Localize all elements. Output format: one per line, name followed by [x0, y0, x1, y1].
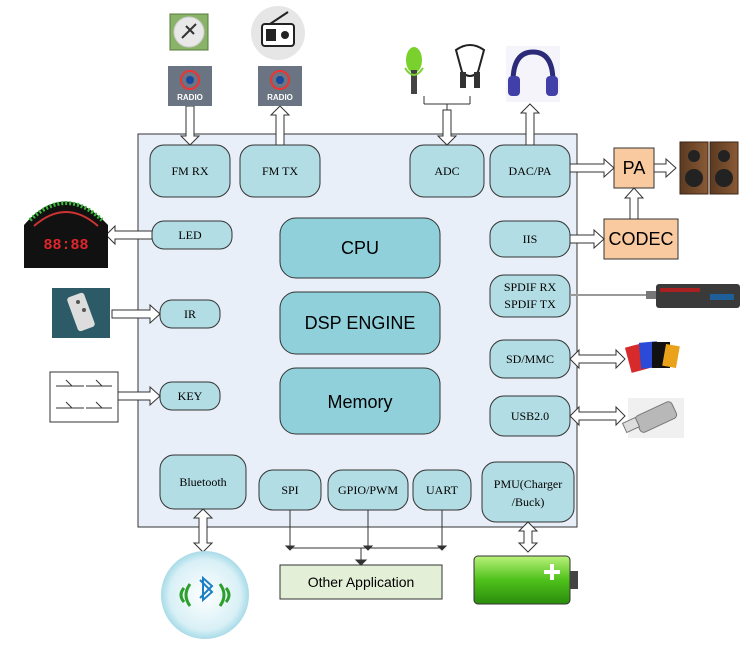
adc-block: ADC: [409, 144, 485, 198]
pmu-label-line2: /Buck): [512, 495, 545, 509]
spi-block: SPI: [258, 469, 322, 511]
keypad-icon: [49, 371, 119, 423]
other-application-box: Other Application: [279, 564, 443, 600]
bluetooth-block: Bluetooth: [159, 454, 247, 510]
led-arrow: [105, 224, 153, 246]
pa-box: PA: [613, 147, 655, 189]
radio-label-left: RADIO: [177, 93, 203, 102]
sd-mmc-block: SD/MMC: [489, 339, 571, 379]
codec-box: CODEC: [603, 218, 679, 260]
fm-tx-arrow: [269, 105, 291, 146]
radio-icon-right: RADIO: [258, 66, 302, 106]
radio-icon-left: RADIO: [168, 66, 212, 106]
fm-rx-label: FM RX: [171, 164, 208, 178]
uart-label: UART: [426, 483, 459, 497]
speakers-icon: [679, 141, 739, 195]
gpio-pwm-label: GPIO/PWM: [338, 483, 398, 497]
dac-arrow: [519, 103, 541, 146]
pmu-arrow: [517, 521, 539, 553]
adc-label: ADC: [434, 164, 459, 178]
memory-label: Memory: [327, 392, 392, 412]
spi-label: SPI: [281, 483, 298, 497]
dsp-engine-block: DSP ENGINE: [279, 291, 441, 355]
adc-arrow: [436, 109, 458, 146]
aux-cable-icon: [454, 44, 486, 88]
sd-mmc-arrow: [569, 348, 626, 370]
bluetooth-icon: [161, 551, 249, 639]
pmu-label-line1: PMU(Charger: [494, 477, 562, 491]
sd-mmc-label: SD/MMC: [506, 352, 554, 366]
pmu-block: PMU(Charger /Buck): [481, 461, 575, 523]
dvd-player-icon: [656, 284, 740, 308]
fm-tx-block: FM TX: [239, 144, 321, 198]
uart-block: UART: [412, 469, 472, 511]
led-display-digits: 88:88: [43, 237, 88, 254]
spdif-rx-label: SPDIF RX: [504, 280, 557, 294]
usb-arrow: [569, 405, 626, 427]
key-arrow: [117, 385, 161, 407]
sd-cards-icon: [624, 341, 680, 373]
battery-icon: [473, 555, 578, 605]
key-label: KEY: [178, 389, 203, 403]
usb-drive-icon: [621, 398, 684, 438]
adc-input-lines: [423, 96, 471, 110]
memory-block: Memory: [279, 367, 441, 435]
cpu-label: CPU: [341, 238, 379, 258]
dac-pa-block: DAC/PA: [489, 144, 571, 198]
iis-to-codec-arrow: [569, 228, 605, 250]
bus-lines: [284, 510, 448, 566]
satellite-icon: [169, 13, 209, 51]
led-block: LED: [151, 220, 233, 250]
other-application-label: Other Application: [308, 574, 415, 590]
usb-label: USB2.0: [511, 409, 549, 423]
pa-to-speaker-arrow: [653, 157, 677, 179]
ir-block: IR: [159, 299, 221, 329]
pa-label: PA: [623, 158, 646, 178]
remote-control-icon: [52, 288, 110, 338]
ir-label: IR: [184, 307, 196, 321]
gpio-pwm-block: GPIO/PWM: [327, 469, 409, 511]
ir-arrow: [111, 303, 161, 325]
dsp-engine-label: DSP ENGINE: [305, 313, 416, 333]
dac-pa-label: DAC/PA: [509, 164, 552, 178]
iis-block: IIS: [489, 220, 571, 258]
radio-label-right: RADIO: [267, 93, 293, 102]
led-label: LED: [178, 228, 202, 242]
fm-rx-arrow: [179, 105, 201, 146]
dac-pa-to-pa-arrow: [569, 157, 615, 179]
spdif-block: SPDIF RX SPDIF TX: [489, 274, 571, 318]
bluetooth-label: Bluetooth: [179, 475, 226, 489]
cpu-block: CPU: [279, 217, 441, 279]
led-display-icon: 88:88: [24, 201, 108, 268]
codec-label: CODEC: [608, 229, 673, 249]
microphone-icon: [404, 47, 424, 94]
fm-tx-label: FM TX: [262, 164, 298, 178]
bluetooth-arrow: [192, 508, 214, 553]
connectors: [105, 103, 677, 553]
portable-radio-icon: [251, 6, 305, 60]
fm-rx-block: FM RX: [149, 144, 231, 198]
codec-to-pa-arrow: [623, 187, 645, 220]
iis-label: IIS: [523, 232, 538, 246]
key-block: KEY: [159, 381, 221, 411]
spdif-cable: [570, 291, 656, 299]
headphones-icon: [506, 46, 560, 102]
usb-block: USB2.0: [489, 395, 571, 437]
spdif-tx-label: SPDIF TX: [504, 297, 556, 311]
